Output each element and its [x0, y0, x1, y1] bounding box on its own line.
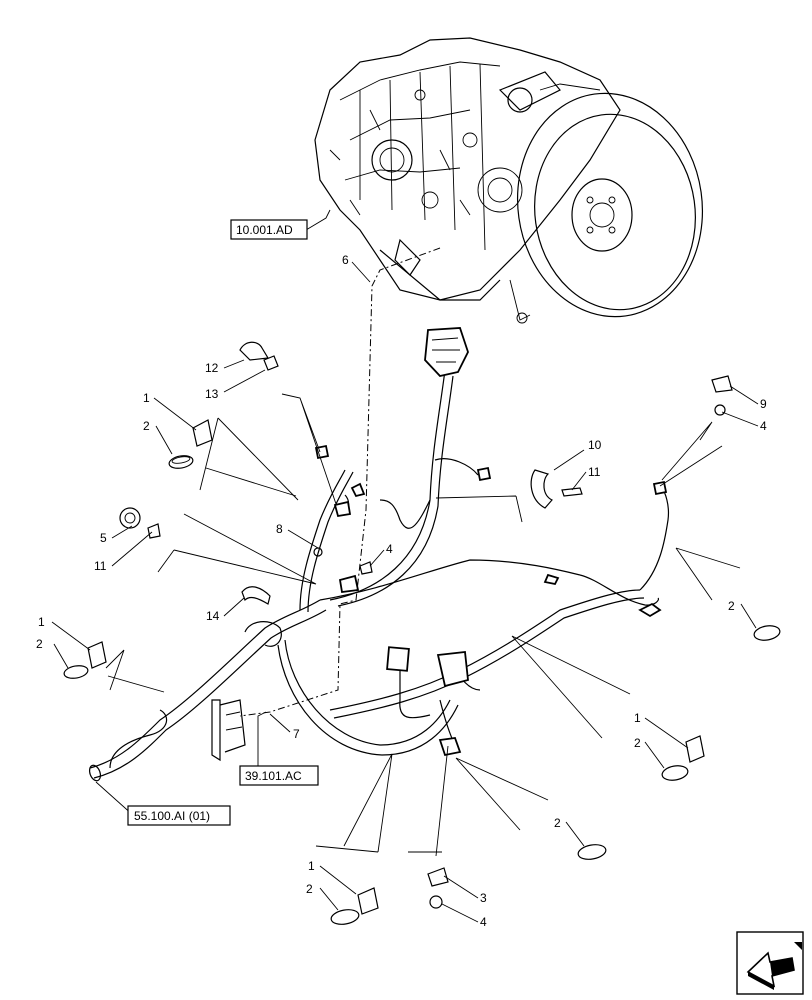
callout-4: 4	[480, 915, 487, 929]
callout-6: 6	[342, 253, 349, 267]
engine-assembly	[314, 37, 704, 324]
callout-1: 1	[38, 615, 45, 629]
callout-11: 11	[588, 465, 601, 479]
callout-2: 2	[554, 816, 561, 830]
callout-4: 4	[760, 419, 767, 433]
reference-label-engine: 10.001.AD	[236, 223, 293, 237]
callout-13: 13	[205, 387, 219, 401]
callout-10: 10	[588, 438, 602, 452]
callout-14: 14	[206, 609, 220, 623]
callout-11: 11	[94, 559, 107, 573]
callout-12: 12	[205, 361, 219, 375]
callout-2: 2	[143, 419, 150, 433]
reference-box-bracket: 39.101.AC	[239, 765, 319, 786]
orientation-arrow-icon	[736, 931, 804, 995]
callout-7: 7	[293, 727, 300, 741]
callout-1: 1	[308, 859, 315, 873]
wiring-harness	[88, 327, 670, 782]
reference-box-engine: 10.001.AD	[230, 219, 308, 240]
callout-8: 8	[276, 522, 283, 536]
leader-lines	[51, 209, 759, 923]
reference-dash-lines	[239, 247, 441, 717]
callout-4: 4	[386, 542, 393, 556]
reference-label-harness: 55.100.AI (01)	[134, 809, 210, 823]
harness-bracket	[211, 699, 246, 762]
reference-label-bracket: 39.101.AC	[245, 769, 302, 783]
callout-5: 5	[100, 531, 107, 545]
callout-numbers: 6 12 13 1 2 8 4 5 11 14 1 2 7 10 11 9 4 …	[36, 253, 767, 929]
reference-box-harness: 55.100.AI (01)	[127, 805, 231, 826]
callout-1: 1	[143, 391, 150, 405]
hardware-parts	[63, 341, 781, 925]
callout-9: 9	[760, 397, 767, 411]
callout-2: 2	[36, 637, 43, 651]
callout-3: 3	[480, 891, 487, 905]
callout-1: 1	[634, 711, 641, 725]
callout-2: 2	[306, 882, 313, 896]
callout-2: 2	[728, 599, 735, 613]
callout-2: 2	[634, 736, 641, 750]
